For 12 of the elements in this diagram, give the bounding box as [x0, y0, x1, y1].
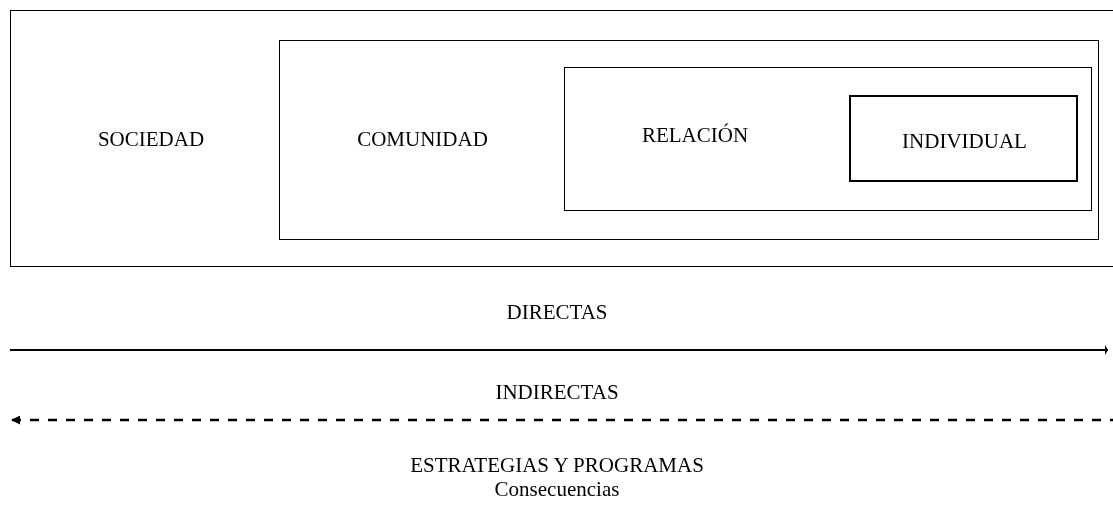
strategies-label: ESTRATEGIAS Y PROGRAMAS — [410, 453, 704, 478]
level-label: SOCIEDAD — [97, 126, 205, 152]
level-box — [278, 39, 1099, 240]
level-label: COMUNIDAD — [357, 126, 488, 151]
consequences-label: Consecuencias — [494, 477, 620, 502]
level-box — [10, 10, 1113, 267]
level-box — [564, 67, 1092, 211]
level-box — [848, 94, 1078, 182]
arrow-label: DIRECTAS — [506, 300, 608, 325]
arrow-label: INDIRECTAS — [495, 380, 619, 405]
level-label: RELACIÓN — [641, 122, 749, 148]
level-label: INDIVIDUAL — [902, 128, 1027, 153]
